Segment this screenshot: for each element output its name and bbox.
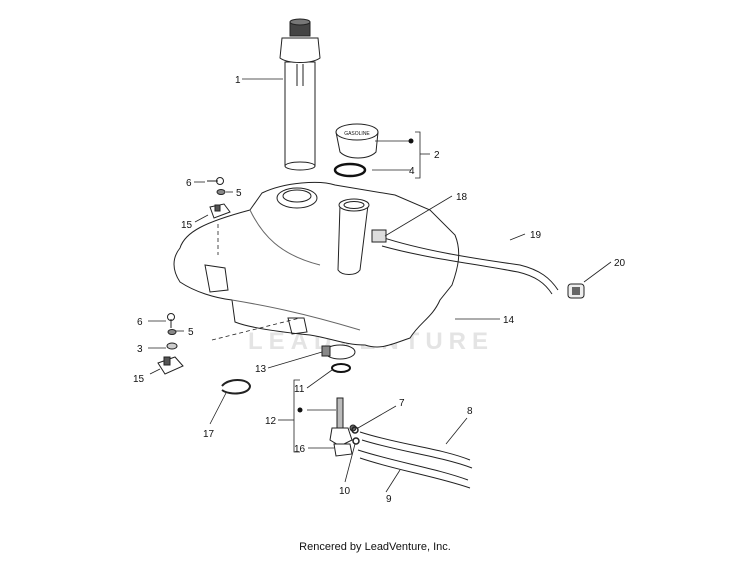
vent-hose <box>371 229 559 295</box>
bullet-12 <box>297 407 303 413</box>
cap-label: GASOLINE <box>344 131 370 137</box>
callout-10: 10 <box>339 486 351 497</box>
callout-2: 2 <box>434 150 440 161</box>
callout-8: 8 <box>467 406 473 417</box>
callout-13: 13 <box>255 364 267 375</box>
pickup-oring <box>331 363 351 373</box>
callout-20: 20 <box>614 258 626 269</box>
callout-18: 18 <box>456 192 468 203</box>
callout-6b: 6 <box>137 317 143 328</box>
callout-3: 3 <box>137 344 143 355</box>
callout-12: 12 <box>265 416 277 427</box>
callout-labels: 1 2 4 6 5 15 18 19 20 14 6 5 3 15 13 11 … <box>133 75 626 505</box>
leader-lines <box>148 78 612 493</box>
gas-cap: GASOLINE <box>335 123 379 159</box>
callout-6a: 6 <box>186 178 192 189</box>
mount-hardware-upper <box>207 177 231 219</box>
mount-hardware-lower <box>157 313 184 375</box>
footer-credit: Rencered by LeadVenture, Inc. <box>299 541 451 553</box>
hose-clamp <box>567 283 585 299</box>
small-oring-7 <box>351 426 359 434</box>
callout-19: 19 <box>530 230 542 241</box>
callout-5a: 5 <box>236 188 242 199</box>
callout-7: 7 <box>399 398 405 409</box>
fuel-lines <box>357 431 473 489</box>
cap-gasket <box>333 162 367 178</box>
callout-16: 16 <box>294 444 306 455</box>
bullet-2 <box>408 138 414 144</box>
callout-9: 9 <box>386 494 392 505</box>
callout-11: 11 <box>294 384 305 395</box>
callout-15a: 15 <box>181 220 193 231</box>
callout-1: 1 <box>235 75 241 86</box>
callout-5b: 5 <box>188 327 194 338</box>
callout-15b: 15 <box>133 374 145 385</box>
fuel-pickup-assembly <box>329 397 357 447</box>
fuel-tank <box>173 181 460 348</box>
retaining-clip <box>221 379 252 395</box>
filler-neck-tube <box>279 18 321 171</box>
small-oring-10 <box>352 437 360 445</box>
callout-17: 17 <box>203 429 215 440</box>
pickup-nut <box>333 443 353 457</box>
callout-4: 4 <box>409 166 415 177</box>
callout-14: 14 <box>503 315 515 326</box>
tank-clamp <box>321 344 356 360</box>
